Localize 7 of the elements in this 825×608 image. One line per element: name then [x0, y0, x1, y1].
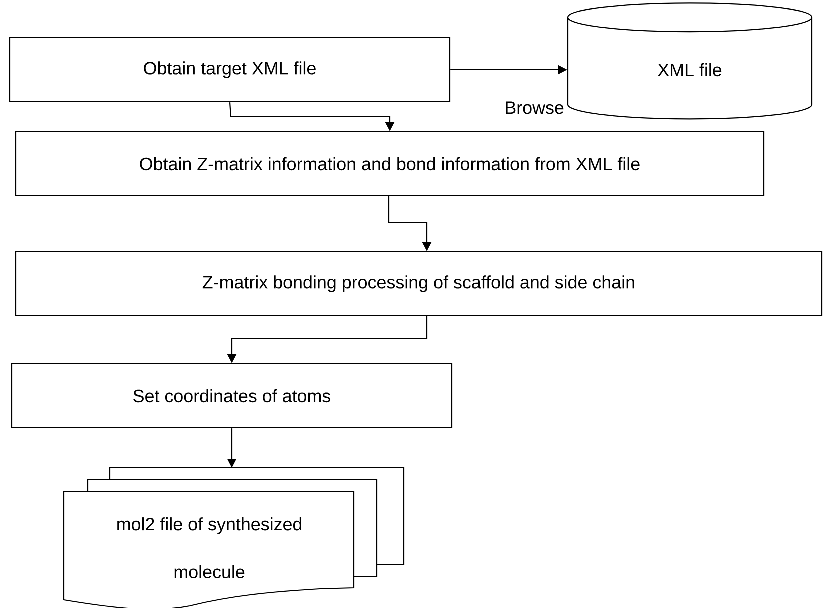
- database-cylinder: XML file: [567, 2, 813, 120]
- document-stack: mol2 file of synthesized molecule: [63, 467, 405, 608]
- process-box: Obtain Z-matrix information and bond information from XML file: [15, 131, 765, 197]
- edge-label: Browse: [504, 100, 566, 116]
- process-box: Z-matrix bonding processing of scaffold and side chain: [15, 251, 823, 317]
- process-box: Obtain target XML file: [9, 37, 451, 103]
- process-box: Set coordinates of atoms: [11, 363, 453, 429]
